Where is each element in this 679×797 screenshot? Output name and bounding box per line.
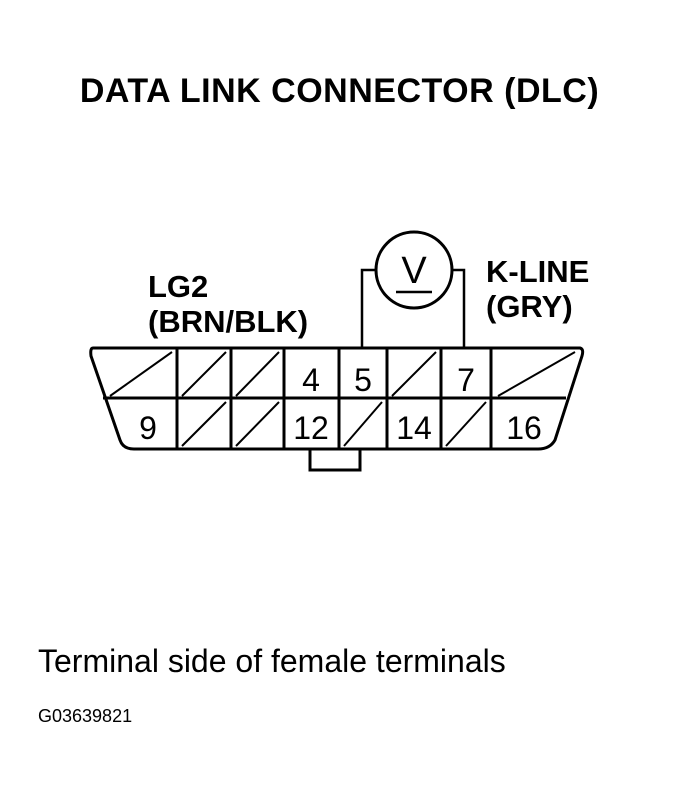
label-kline-color: (GRY) xyxy=(486,289,573,324)
figure-id: G03639821 xyxy=(38,706,133,726)
pin-12: 12 xyxy=(293,410,329,446)
connector-outline xyxy=(89,346,585,451)
meter-lead-pin7 xyxy=(452,268,466,348)
label-kline: K-LINE xyxy=(486,254,589,289)
voltmeter-icon xyxy=(374,230,454,310)
pin-4: 4 xyxy=(302,362,320,398)
label-lg2: LG2 xyxy=(148,269,208,304)
cell-dividers xyxy=(175,348,493,449)
diagram-title: DATA LINK CONNECTOR (DLC) xyxy=(79,72,600,110)
label-lg2-color: (BRN/BLK) xyxy=(148,304,308,339)
pin-16: 16 xyxy=(506,410,542,446)
pin-14: 14 xyxy=(396,410,432,446)
voltmeter-symbol: V xyxy=(401,250,427,292)
unused-pin-diagonals xyxy=(109,351,576,447)
pin-7: 7 xyxy=(457,362,475,398)
pin-5: 5 xyxy=(354,362,372,398)
caption: Terminal side of female terminals xyxy=(38,643,506,679)
pin-9: 9 xyxy=(139,410,157,446)
meter-lead-pin5 xyxy=(360,268,376,348)
connector-lock-tab xyxy=(308,449,362,472)
